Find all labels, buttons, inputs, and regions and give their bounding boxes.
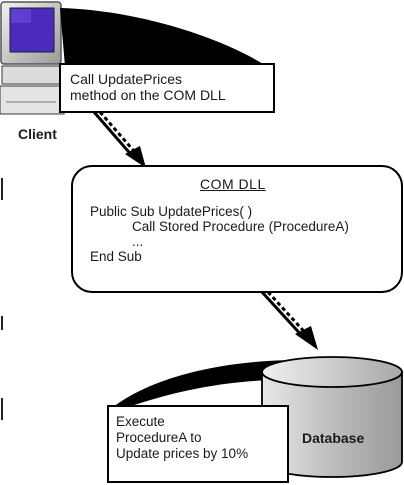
database-callout-line-1: Execute — [116, 414, 165, 429]
code-line-2: Call Stored Procedure (ProcedureA) — [132, 219, 349, 234]
left-edge-tick-2 — [1, 316, 3, 330]
code-line-3: ... — [132, 234, 144, 249]
com-dll-title: COM DLL — [200, 176, 266, 192]
left-edge-tick-1 — [1, 178, 3, 200]
database-callout-line-3: Update prices by 10% — [116, 446, 249, 461]
client-callout-line-1: Call UpdatePrices — [70, 71, 183, 87]
database-callout-connector — [112, 360, 300, 410]
database-label: Database — [302, 430, 365, 446]
com-dll-box — [71, 165, 403, 293]
com-dll-code: Public Sub UpdatePrices( ) Call Stored P… — [90, 204, 349, 264]
arrow-client-to-com — [92, 111, 146, 168]
database-callout-box — [107, 405, 289, 483]
code-line-4: End Sub — [90, 249, 142, 264]
database-callout-line-2: ProcedureA to — [116, 430, 202, 445]
computer-icon — [0, 1, 65, 115]
database-callout-text: Execute ProcedureA to Update prices by 1… — [116, 414, 248, 462]
client-callout-line-2: method on the COM DLL — [70, 87, 226, 103]
client-callout-box — [59, 63, 275, 113]
client-callout-text: Call UpdatePrices method on the COM DLL — [70, 71, 226, 103]
arrow-com-to-database — [260, 290, 318, 350]
code-line-1: Public Sub UpdatePrices( ) — [90, 204, 253, 219]
client-label: Client — [18, 126, 57, 142]
database-icon — [261, 356, 403, 478]
left-edge-tick-3 — [1, 398, 3, 420]
